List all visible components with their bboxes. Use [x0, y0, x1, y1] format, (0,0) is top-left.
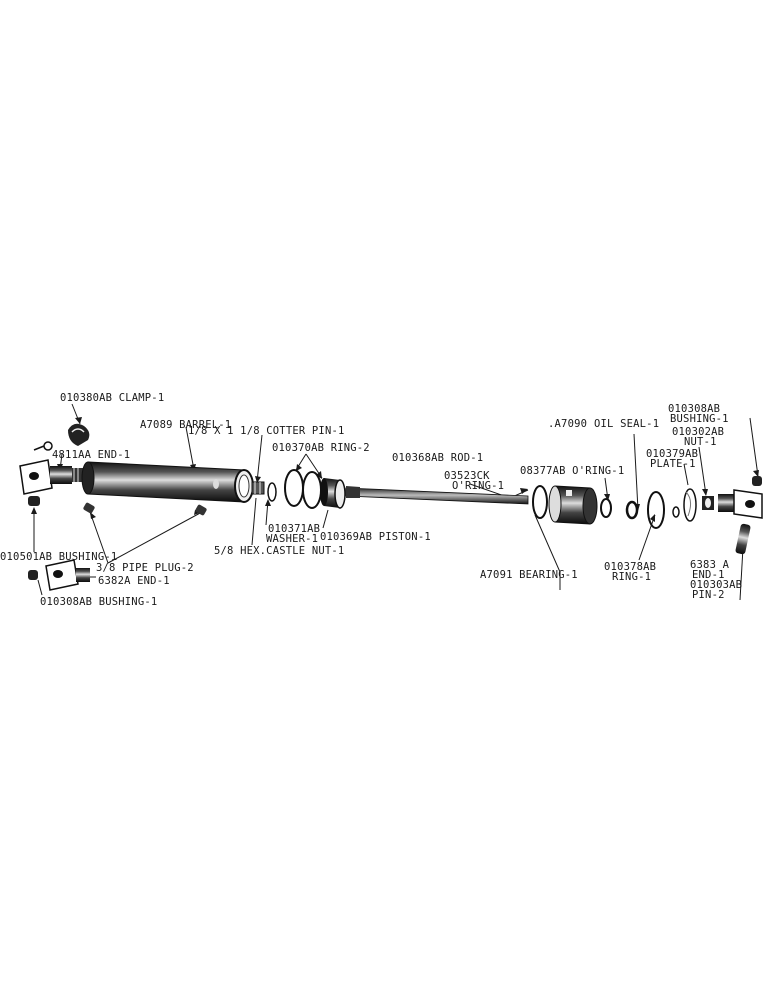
end-6382-part — [28, 559, 90, 591]
label-piston: 010369AB PISTON-1 — [320, 531, 431, 543]
rod-part — [345, 486, 529, 505]
label-pin-2: PIN-2 — [692, 589, 725, 601]
barrel-part — [81, 461, 254, 503]
label-rod: 010368AB ROD-1 — [392, 452, 484, 464]
label-end-4811: 4811AA END-1 — [52, 449, 131, 461]
label-cotter-pin: 1/8 X 1 1/8 COTTER PIN-1 — [188, 425, 345, 437]
label-end-6382: 6382A END-1 — [98, 575, 170, 587]
label-ring-378-1: 010378AB — [604, 561, 657, 573]
label-barrel: A7089 BARREL-1 — [140, 419, 232, 431]
label-a7090: .A7090 — [548, 418, 588, 430]
label-washer-2: WASHER-1 — [266, 533, 319, 545]
piston-part — [320, 478, 346, 509]
label-ring-378-2: RING-1 — [612, 571, 652, 583]
bearing-part — [548, 485, 598, 525]
clamp-part — [33, 423, 90, 451]
label-oil-seal: OIL SEAL-1 — [594, 418, 660, 430]
label-oring-08377: 08377AB O'RING-1 — [520, 465, 625, 477]
label-bushing-top-1: 010308AB — [668, 403, 721, 415]
label-plate-2: PLATE-1 — [650, 458, 696, 470]
label-oring-03523: 03523CK — [444, 470, 490, 482]
label-pin-1: 010303AB — [690, 579, 743, 591]
label-end-6383-2: END-1 — [692, 569, 725, 581]
label-oring-03523-b: O'RING-1 — [452, 480, 505, 492]
end-4811-part — [19, 459, 84, 495]
label-clamp: 010380AB CLAMP-1 — [60, 392, 165, 404]
label-bearing: A7091 BEARING-1 — [480, 569, 578, 581]
label-washer-1: 010371AB — [268, 523, 321, 535]
label-bushing-left: 010501AB BUSHING-1 — [0, 551, 118, 563]
label-nut-2: NUT-1 — [684, 436, 717, 448]
label-bushing-top-2: BUSHING-1 — [670, 413, 729, 425]
label-castle-nut: 5/8 HEX.CASTLE NUT-1 — [214, 545, 345, 557]
label-bushing-bottom: 010308AB BUSHING-1 — [40, 596, 158, 608]
end-6383-part — [718, 489, 763, 519]
label-end-6383-1: 6383 A — [690, 559, 730, 571]
label-plate-1: 010379AB — [646, 448, 699, 460]
label-pipe-plug: 3/8 PIPE PLUG-2 — [96, 562, 194, 574]
label-nut-1: 010302AB — [672, 426, 725, 438]
label-ring-2: 010370AB RING-2 — [272, 442, 370, 454]
